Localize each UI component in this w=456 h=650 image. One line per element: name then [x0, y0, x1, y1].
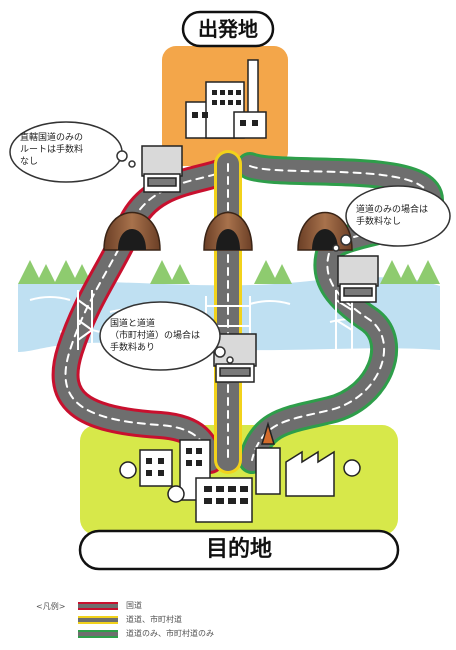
callout-left-bubble	[9, 121, 136, 183]
destination-label-pill	[78, 529, 400, 571]
legend-title: <凡例>	[36, 602, 66, 611]
legend: <凡例> 国道 道道、市町村道 道道のみ、市町村道のみ	[22, 592, 322, 646]
callout-center-bubble	[99, 301, 234, 371]
tree-row	[18, 260, 440, 284]
legend-swatch-yellow	[78, 616, 118, 624]
origin-label: 出発地	[198, 17, 258, 41]
truck-center	[213, 333, 257, 383]
legend-label-red: 国道	[126, 601, 142, 610]
route-right-prefectural-only	[236, 152, 444, 474]
legend-swatch-green	[78, 630, 118, 638]
origin-label-pill	[181, 10, 275, 48]
callout-left-text: 直轄国道のみの ルートは手数料 なし	[20, 133, 84, 167]
route-left-national	[51, 156, 242, 474]
legend-label-green: 道道のみ、市町村道のみ	[126, 629, 214, 638]
legend-item-green: 道道のみ、市町村道のみ	[78, 628, 318, 638]
legend-item-yellow: 道道、市町村道	[78, 614, 318, 624]
callout-right-bubble	[332, 185, 451, 252]
destination-label: 目的地	[205, 537, 272, 562]
legend-item-red: 国道	[78, 600, 318, 610]
tunnels	[103, 211, 353, 251]
truck-left	[141, 145, 183, 193]
city-illustration	[119, 421, 361, 523]
callout-center-text: 国道と道道 （市町村道）の場合は 手数料あり	[110, 319, 201, 353]
callout-right-text: 道道のみの場合は 手数料なし	[356, 205, 429, 227]
factory-illustration	[185, 59, 267, 139]
truck-right	[337, 255, 379, 303]
legend-label-yellow: 道道、市町村道	[126, 615, 182, 624]
legend-swatch-red	[78, 602, 118, 610]
